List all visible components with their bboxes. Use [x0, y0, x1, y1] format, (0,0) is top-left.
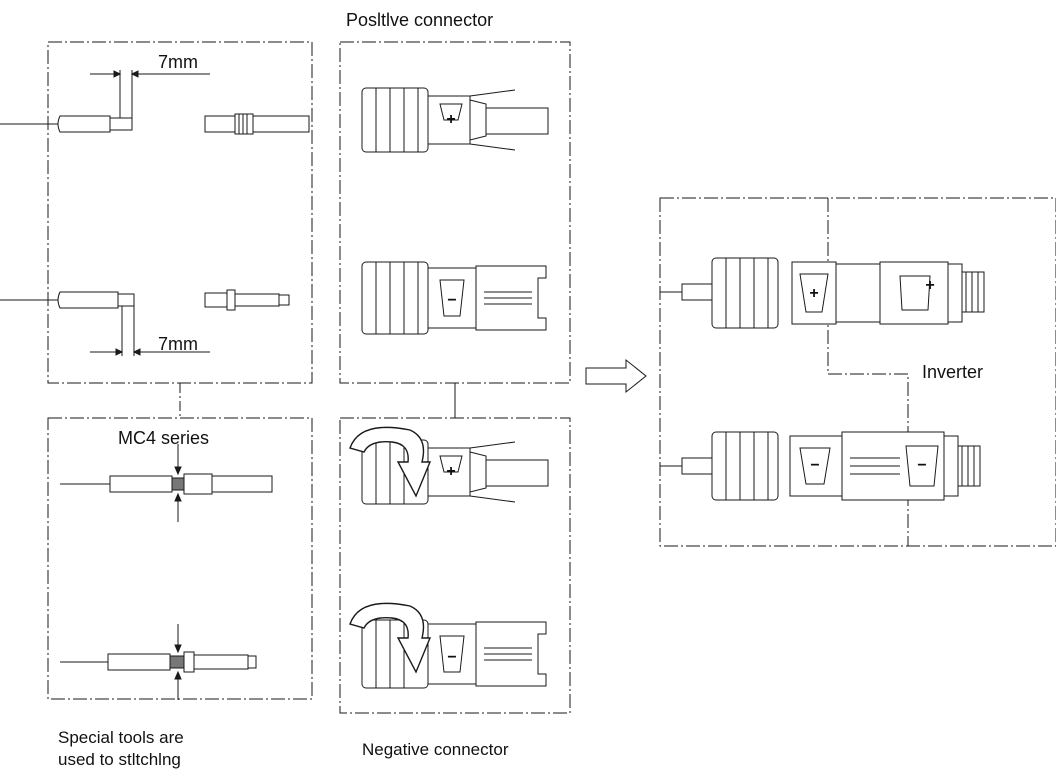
positive-connector-label: Posltlve connector — [346, 10, 494, 30]
inverter-connector-negative — [660, 431, 981, 501]
panel-tightening — [339, 417, 571, 714]
polarity-mark-positive-3: + — [809, 285, 818, 302]
polarity-mark-negative-1: − — [447, 292, 456, 309]
panel-inverter-connection — [659, 197, 1056, 547]
polarity-mark-negative-3: − — [810, 457, 819, 474]
crimp-cable-bottom — [60, 624, 257, 700]
special-tools-label-line1: Special tools are — [58, 728, 184, 747]
negative-connector-body — [361, 261, 547, 335]
next-step-arrow — [585, 358, 647, 394]
rotation-arrow-top — [349, 426, 432, 498]
positive-connector-tightening — [349, 426, 549, 505]
special-tools-label-line2: used to stltchlng — [58, 750, 181, 769]
strip-length-label-bottom: 7mm — [158, 334, 198, 354]
positive-connector-body — [361, 87, 549, 153]
strip-length-label-top: 7mm — [158, 52, 198, 72]
polarity-mark-positive-4: + — [925, 277, 934, 294]
polarity-mark-positive-1: + — [446, 111, 455, 128]
inverter-label: Inverter — [922, 362, 984, 382]
polarity-mark-negative-4: − — [917, 457, 926, 474]
inverter-connector-positive — [660, 257, 985, 329]
rotation-arrow-bottom — [349, 602, 432, 674]
polarity-mark-positive-2: + — [446, 463, 455, 480]
crimp-contact-bottom — [204, 289, 290, 311]
crimp-contact-top — [204, 113, 310, 135]
panel-wire-stripping — [47, 41, 313, 384]
crimp-cable-top — [60, 444, 273, 522]
negative-connector-label: Negative connector — [362, 740, 509, 759]
negative-connector-tightening — [349, 602, 547, 689]
panel-crimping — [47, 417, 313, 700]
polarity-mark-negative-2: − — [447, 649, 456, 666]
stripped-cable-top — [0, 70, 210, 133]
stripped-cable-bottom — [0, 291, 210, 356]
mc4-series-label: MC4 series — [118, 428, 210, 448]
